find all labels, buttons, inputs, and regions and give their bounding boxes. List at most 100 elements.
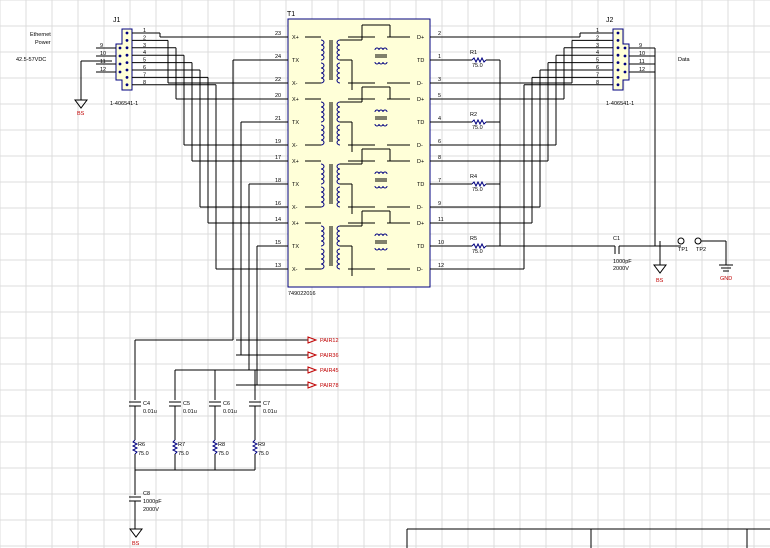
j1-part: 1-406541-1 — [110, 101, 138, 107]
net-label: PAIR45 — [320, 368, 339, 374]
j2-pin-label: 8 — [596, 80, 599, 86]
capacitor-c8[interactable]: C8 1000pF 2000V — [143, 491, 162, 513]
resistor-ref: R2 — [470, 112, 477, 118]
capacitor-ref: C6 — [223, 401, 230, 407]
t1-left-pin-name: TX — [292, 120, 299, 126]
t1-right-pin-number: 7 — [438, 178, 441, 184]
t1-left-pin-number: 14 — [275, 217, 281, 223]
tp2-label: TP2 — [696, 247, 706, 253]
j1-pin-label: 6 — [143, 65, 146, 71]
t1-right-pin-name: D- — [417, 205, 423, 211]
c1-rating: 2000V — [613, 266, 629, 272]
t1-part: 749022016 — [288, 291, 316, 297]
resistor-ref: R8 — [218, 442, 225, 448]
j1-pin-label: 11 — [100, 59, 106, 65]
j2-part: 1-406541-1 — [606, 101, 634, 107]
resistor-value: 75.0 — [178, 451, 189, 457]
t1-left-pin-number: 19 — [275, 139, 281, 145]
j1-note-power: Power — [35, 40, 51, 46]
j2-pin-label: 6 — [596, 65, 599, 71]
test-point-tp1[interactable]: TP1 — [677, 237, 688, 253]
j1-note-voltage: 42.5-57VDC — [16, 57, 46, 63]
j1-pin-label: 10 — [100, 51, 106, 57]
t1-left-pins: 23X+24TX22X-20X+21TX19X-17X+18TX16X-14X+… — [265, 31, 299, 273]
bs-label-bottom: BS — [132, 541, 140, 547]
t1-right-pin-number: 1 — [438, 54, 441, 60]
j2-pin-label: 4 — [596, 50, 599, 56]
j1-pin-label: 1 — [143, 28, 146, 34]
j1-ref: J1 — [113, 17, 121, 24]
t1-right-pin-name: TD — [417, 58, 424, 64]
t1-left-pin-number: 23 — [275, 31, 281, 37]
t1-right-pin-name: D- — [417, 143, 423, 149]
net-label: PAIR78 — [320, 383, 339, 389]
net-label: PAIR36 — [320, 353, 339, 359]
capacitor-c1[interactable]: C1 1000pF 2000V — [613, 236, 632, 272]
transformer-t1[interactable]: T1 23X+24TX22X-20X+21TX19X-17X+18TX16X-1… — [265, 11, 453, 297]
t1-right-pin-number: 9 — [438, 201, 441, 207]
resistor-ref: R7 — [178, 442, 185, 448]
t1-right-pin-name: TD — [417, 244, 424, 250]
j2-pin-label: 3 — [596, 43, 599, 49]
t1-right-pin-name: TD — [417, 120, 424, 126]
bs-label-j2: BS — [656, 278, 664, 284]
wires — [152, 32, 681, 385]
tp1-label: TP1 — [678, 247, 688, 253]
t1-left-pin-name: X+ — [292, 221, 299, 227]
t1-left-pin-name: X- — [292, 267, 298, 273]
resistor-ref: R1 — [470, 50, 477, 56]
j1-pin-label: 12 — [100, 67, 106, 73]
j2-pin-label: 9 — [639, 43, 642, 49]
ground-bs-bottom: BS — [129, 528, 143, 547]
resistor-ref: R9 — [258, 442, 265, 448]
capacitor-ref: C5 — [183, 401, 190, 407]
resistor-value: 75.0 — [472, 187, 483, 193]
test-point-tp2[interactable]: TP2 — [694, 237, 706, 253]
t1-right-pin-number: 3 — [438, 77, 441, 83]
t1-left-pin-number: 17 — [275, 155, 281, 161]
t1-right-pin-name: D+ — [417, 159, 424, 165]
t1-left-pin-name: X+ — [292, 159, 299, 165]
t1-left-pin-number: 20 — [275, 93, 281, 99]
resistor-ref: R4 — [470, 174, 477, 180]
j2-pin-label: 2 — [596, 35, 599, 41]
t1-left-pin-number: 13 — [275, 263, 281, 269]
t1-right-pin-name: D+ — [417, 35, 424, 41]
t1-left-pin-number: 21 — [275, 116, 281, 122]
t1-left-pin-number: 16 — [275, 201, 281, 207]
t1-left-pin-name: X- — [292, 205, 298, 211]
t1-right-pin-number: 2 — [438, 31, 441, 37]
c8-value: 1000pF — [143, 499, 162, 505]
resistor-value: 75.0 — [138, 451, 149, 457]
capacitor-value: 0.01u — [263, 409, 277, 415]
c8-ref: C8 — [143, 491, 150, 497]
t1-left-pin-name: TX — [292, 182, 299, 188]
j1-pin-label: 3 — [143, 43, 146, 49]
gnd-label: GND — [720, 276, 732, 282]
t1-body — [287, 18, 431, 288]
j2-note-data: Data — [678, 57, 691, 63]
resistor-ref: R5 — [470, 236, 477, 242]
t1-right-pin-number: 12 — [438, 263, 444, 269]
ground-bs-j2: BS — [653, 241, 667, 284]
c1-value: 1000pF — [613, 259, 632, 265]
t1-right-pin-name: D- — [417, 267, 423, 273]
t1-ref: T1 — [287, 11, 295, 18]
resistor-ref: R6 — [138, 442, 145, 448]
t1-right-pin-number: 10 — [438, 240, 444, 246]
adjacent-block-frame — [406, 528, 770, 548]
t1-right-pin-name: TD — [417, 182, 424, 188]
t1-left-pin-name: X+ — [292, 35, 299, 41]
resistor-r4[interactable]: R4 75.0 — [453, 174, 500, 193]
t1-right-pin-number: 6 — [438, 139, 441, 145]
capacitor-ref: C4 — [143, 401, 150, 407]
